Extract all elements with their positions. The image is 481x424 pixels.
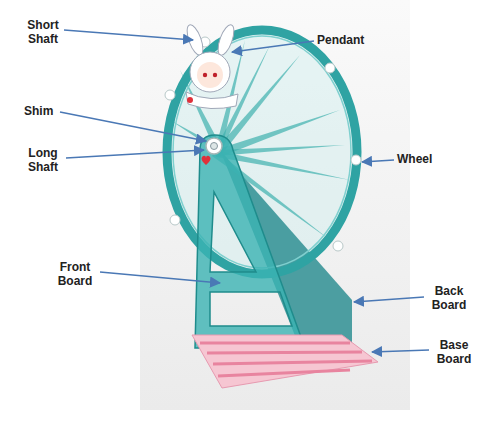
part-label: Pendant (317, 34, 364, 48)
heart-mark (202, 156, 211, 165)
part-label: Base Board (431, 339, 477, 367)
shim (206, 138, 222, 154)
part-label: Wheel (397, 153, 432, 167)
part-label: Back Board (426, 285, 472, 313)
part-label: Front Board (52, 261, 98, 289)
base-stripes (200, 343, 372, 376)
part-label: Short Shaft (22, 19, 64, 47)
pendant (184, 23, 238, 109)
part-label: Long Shaft (22, 147, 64, 175)
front-board (195, 135, 305, 348)
photo-ground (140, 0, 410, 410)
part-label: Shim (24, 105, 53, 119)
base-board (192, 335, 378, 388)
short-shafts (165, 37, 361, 251)
long-shaft (211, 143, 218, 150)
leader-arrows (60, 30, 429, 352)
